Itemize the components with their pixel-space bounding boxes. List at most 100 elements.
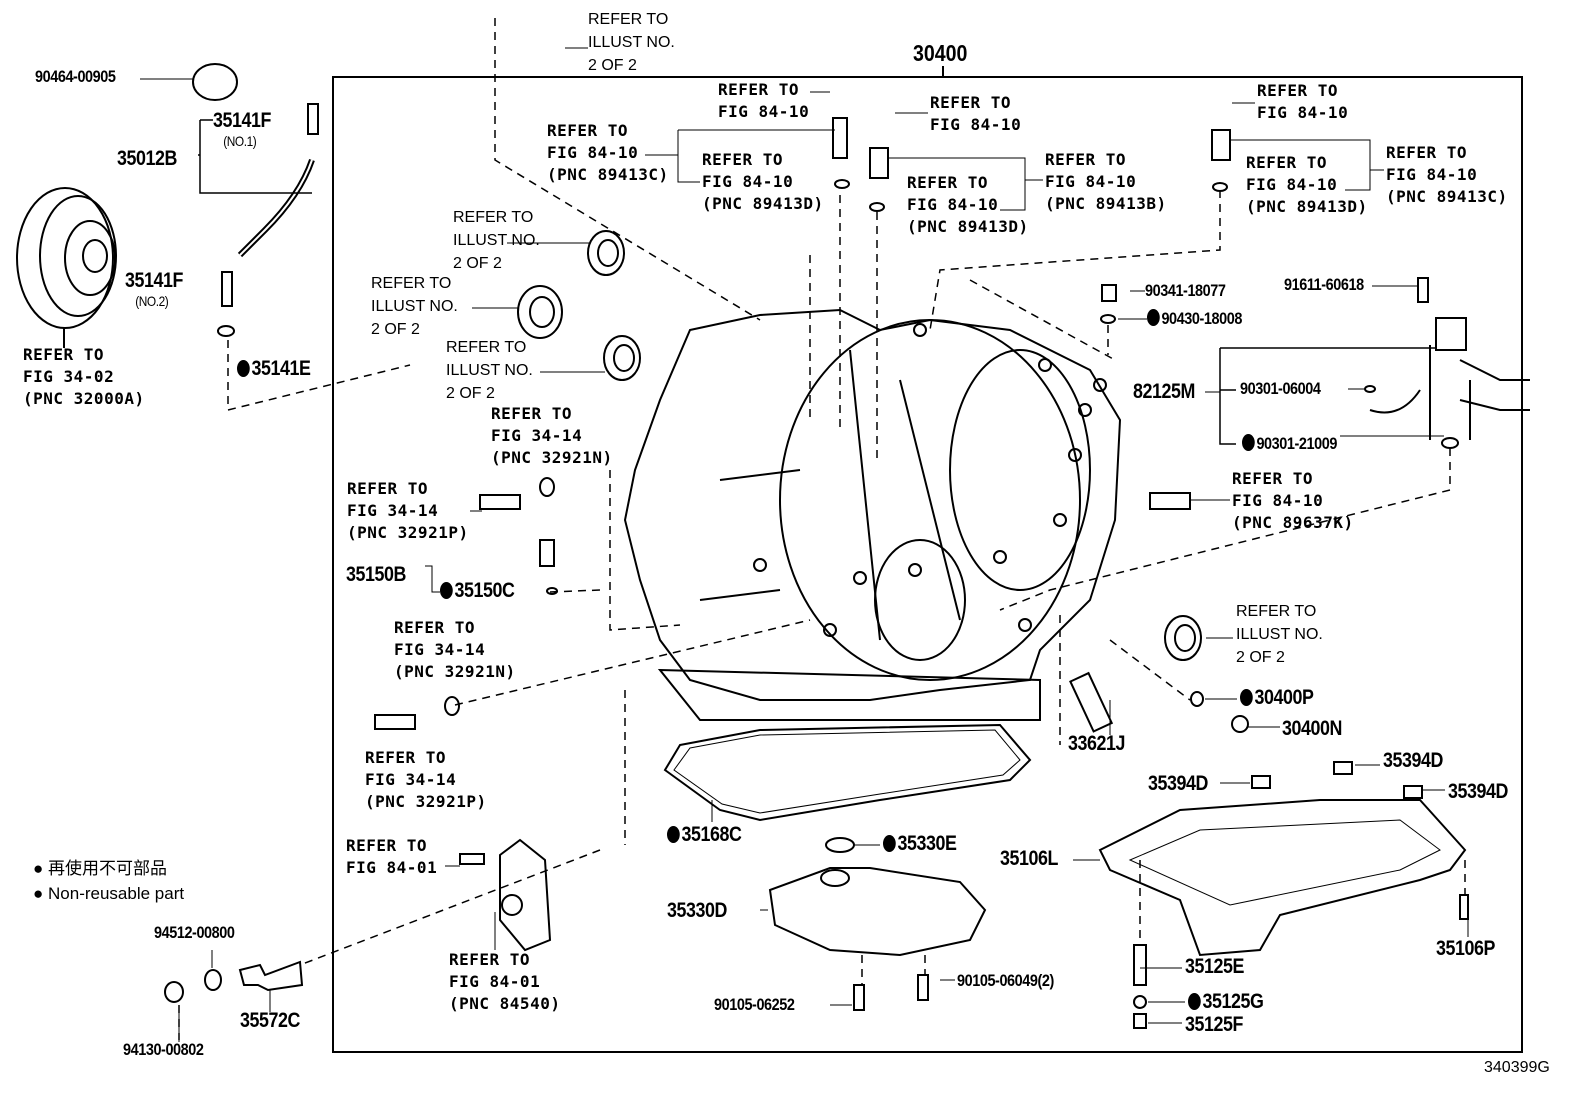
part-number: 90105-06049(2) xyxy=(957,971,1054,990)
refer-line: REFER TO xyxy=(588,11,669,28)
part-number-label: 82125M xyxy=(1133,381,1195,402)
refer-line: 2 OF 2 xyxy=(588,57,637,74)
part-number-label: 35141E xyxy=(237,358,311,379)
assembly-number: 30400 xyxy=(913,40,968,66)
part-number: 35394D xyxy=(1448,780,1508,803)
part-number-row: 35125G xyxy=(1188,990,1264,1013)
part-number: 35330D xyxy=(667,899,727,922)
part-number-row: 90105-06049(2) xyxy=(957,972,1054,989)
refer-to-note: REFER TO FIG 84-10 (PNC 89413D) xyxy=(1246,155,1368,221)
oil-pan-gasket xyxy=(663,723,1032,822)
bracket-35572c xyxy=(238,960,304,992)
refer-line: REFER TO xyxy=(491,404,573,423)
refer-line: FIG 84-01 xyxy=(346,858,438,877)
refer-line: REFER TO xyxy=(1246,153,1328,172)
part-number-label: 35141F(NO.2) xyxy=(125,270,183,308)
part-number: 90105-06252 xyxy=(714,995,795,1014)
part-number-row: 35330E xyxy=(883,833,957,854)
part-number: 82125M xyxy=(1133,380,1195,403)
refer-line: ILLUST NO. xyxy=(446,362,533,379)
refer-line: FIG 84-10 xyxy=(1246,175,1338,194)
nonreusable-dot-icon xyxy=(1188,993,1201,1010)
part-number-row: 35572C xyxy=(240,1010,300,1031)
part-number-qualifier: (NO.1) xyxy=(223,133,257,149)
part-number-label: 90341-18077 xyxy=(1145,282,1226,299)
refer-line: FIG 84-10 xyxy=(1257,103,1349,122)
part-number-qualifier: (NO.2) xyxy=(135,293,169,309)
refer-line: (PNC 84540) xyxy=(449,994,561,1013)
nonreusable-dot-icon xyxy=(440,582,453,599)
part-number-label: 30400N xyxy=(1282,718,1342,739)
part-number: 30400P xyxy=(1254,686,1314,709)
part-number: 35150B xyxy=(346,563,406,586)
leader-lines xyxy=(178,47,1469,1042)
part-number-row: 30400N xyxy=(1282,718,1342,739)
part-number-label: 35012B xyxy=(117,148,177,169)
refer-line: ILLUST NO. xyxy=(1236,626,1323,643)
union-no2 xyxy=(221,271,233,307)
refer-line: REFER TO xyxy=(1045,150,1127,169)
part-number-label: 35394D xyxy=(1448,781,1508,802)
refer-line: FIG 34-02 xyxy=(23,367,115,386)
refer-line: FIG 84-10 xyxy=(702,172,794,191)
refer-line: (PNC 89413D) xyxy=(1246,197,1368,216)
transmission-case xyxy=(623,308,1122,721)
part-number: 90301-21009 xyxy=(1256,434,1337,453)
part-number: 94512-00800 xyxy=(154,923,235,942)
refer-to-note: REFER TO FIG 84-01 xyxy=(346,838,437,882)
part-number: 30400N xyxy=(1282,717,1342,740)
part-number-label: 35125F xyxy=(1185,1014,1243,1035)
nonreusable-dot-icon xyxy=(1242,434,1255,451)
refer-line: REFER TO xyxy=(907,173,989,192)
refer-line: FIG 84-10 xyxy=(907,195,999,214)
part-number-row: 35394D xyxy=(1383,750,1443,771)
refer-line: FIG 84-10 xyxy=(718,102,810,121)
refer-line: FIG 84-10 xyxy=(930,115,1022,134)
refer-line: REFER TO xyxy=(930,93,1012,112)
part-number-row: 35106P xyxy=(1436,938,1495,959)
refer-line: 2 OF 2 xyxy=(371,321,420,338)
part-number-row: 35141E xyxy=(237,358,311,379)
part-number: 35141F xyxy=(213,109,271,132)
part-number-row: 35150C xyxy=(440,580,515,601)
refer-to-note: REFER TO FIG 84-10 xyxy=(930,95,1021,139)
part-number-row: 90464-00905 xyxy=(35,68,116,85)
bolts xyxy=(853,671,1469,1029)
refer-line: (PNC 89637K) xyxy=(1232,513,1354,532)
part-number: 91611-60618 xyxy=(1284,275,1364,294)
legend-item-jp: ● 再使用不可部品 xyxy=(33,860,184,885)
part-number-row: 35150B xyxy=(346,564,406,585)
part-number: 35168C xyxy=(681,823,742,846)
part-number: 35125G xyxy=(1202,990,1264,1013)
legend-text: Non-reusable part xyxy=(48,884,185,903)
part-number-label: 35141F(NO.1) xyxy=(213,110,271,148)
refer-line: REFER TO xyxy=(718,80,800,99)
part-number-label: 35394D xyxy=(1148,773,1208,794)
part-number-label: 35330D xyxy=(667,900,727,921)
nonreusable-dot-icon: ● xyxy=(33,859,44,878)
part-number: 35125E xyxy=(1185,955,1244,978)
nonreusable-dot-icon xyxy=(667,826,680,843)
refer-line: REFER TO xyxy=(453,209,534,226)
refer-line: REFER TO xyxy=(346,836,428,855)
part-number-label: 35125G xyxy=(1188,990,1264,1013)
nonreusable-dot-icon xyxy=(883,835,896,852)
part-number-label: 35168C xyxy=(667,823,742,846)
oil-pan xyxy=(1098,799,1467,957)
part-number-label: 35394D xyxy=(1383,750,1443,771)
part-number: 35106L xyxy=(1000,847,1058,870)
refer-line: REFER TO xyxy=(371,275,452,292)
refer-line: REFER TO xyxy=(365,748,447,767)
